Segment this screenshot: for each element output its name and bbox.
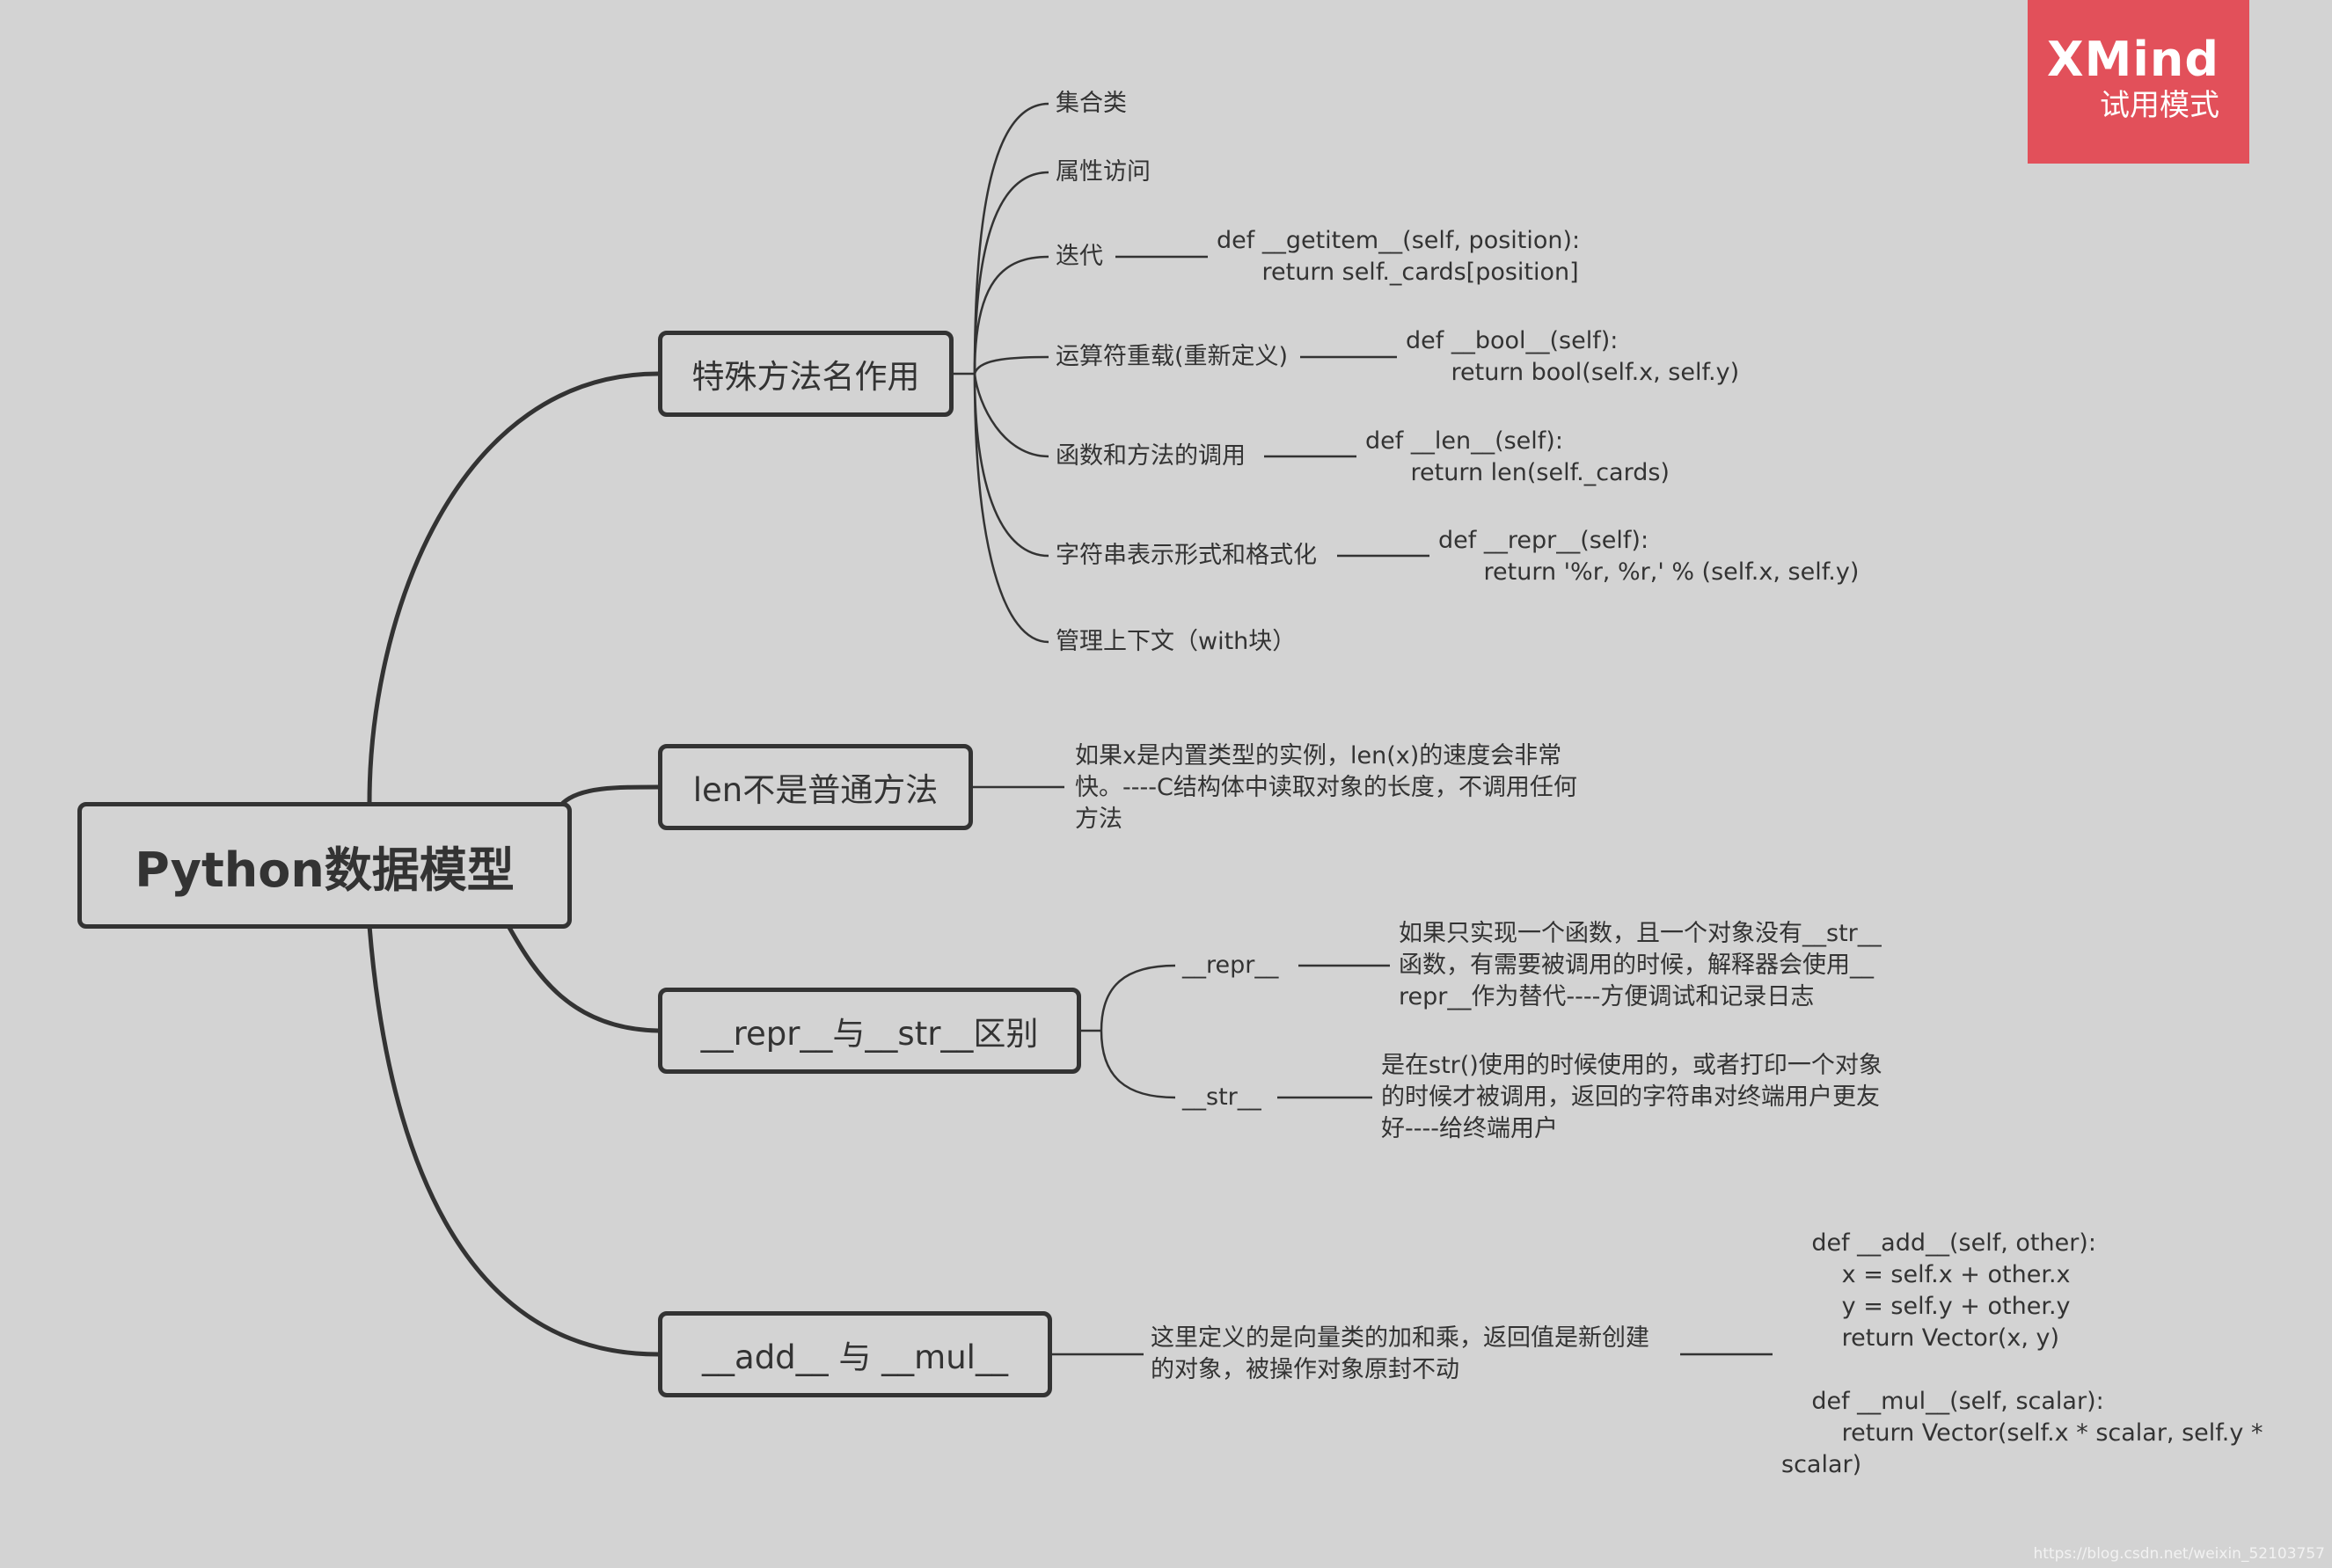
topic-collections[interactable]: 集合类 — [1056, 90, 1127, 117]
branch-add-mul[interactable]: __add__ 与 __mul__ — [658, 1311, 1052, 1397]
root-node[interactable]: Python数据模型 — [77, 802, 572, 929]
badge-title: XMind — [2047, 32, 2219, 87]
note-repr-usage[interactable]: 如果只实现一个函数，且一个对象没有__str__ 函数，有需要被调用的时候，解释… — [1399, 920, 1882, 1010]
note-len-builtin[interactable]: 如果x是内置类型的实例，len(x)的速度会非常 快。----C结构体中读取对象… — [1075, 742, 1577, 833]
topic-string-repr[interactable]: 字符串表示形式和格式化 — [1056, 542, 1317, 569]
branch-len[interactable]: len不是普通方法 — [658, 744, 973, 830]
badge-subtitle: 试用模式 — [2100, 88, 2219, 123]
watermark-text: https://blog.csdn.net/weixin_52103757 — [2033, 1545, 2325, 1563]
topic-attribute-access[interactable]: 属性访问 — [1056, 158, 1151, 186]
topic-function-call[interactable]: 函数和方法的调用 — [1056, 442, 1246, 470]
topic-str[interactable]: __str__ — [1182, 1083, 1261, 1111]
topic-iteration[interactable]: 迭代 — [1056, 243, 1103, 270]
topic-repr[interactable]: __repr__ — [1182, 952, 1279, 979]
note-repr[interactable]: def __repr__(self): return '%r, %r,' % (… — [1438, 527, 1860, 586]
branch-repr-vs-str[interactable]: __repr__与__str__区别 — [658, 988, 1081, 1074]
topic-operator-overload[interactable]: 运算符重载(重新定义) — [1056, 343, 1289, 370]
topic-context-manager[interactable]: 管理上下文（with块） — [1056, 628, 1297, 655]
note-vector-ops[interactable]: 这里定义的是向量类的加和乘，返回值是新创建 的对象，被操作对象原封不动 — [1151, 1324, 1649, 1383]
note-str-usage[interactable]: 是在str()使用的时候使用的，或者打印一个对象 的时候才被调用，返回的字符串对… — [1381, 1052, 1882, 1142]
branch-special-methods[interactable]: 特殊方法名作用 — [658, 331, 954, 417]
note-add-mul-code[interactable]: def __add__(self, other): x = self.x + o… — [1781, 1229, 2263, 1478]
note-getitem[interactable]: def __getitem__(self, position): return … — [1217, 227, 1581, 286]
note-bool[interactable]: def __bool__(self): return bool(self.x, … — [1406, 327, 1740, 386]
xmind-trial-badge: XMind 试用模式 — [2028, 0, 2249, 164]
note-len[interactable]: def __len__(self): return len(self._card… — [1365, 427, 1670, 486]
